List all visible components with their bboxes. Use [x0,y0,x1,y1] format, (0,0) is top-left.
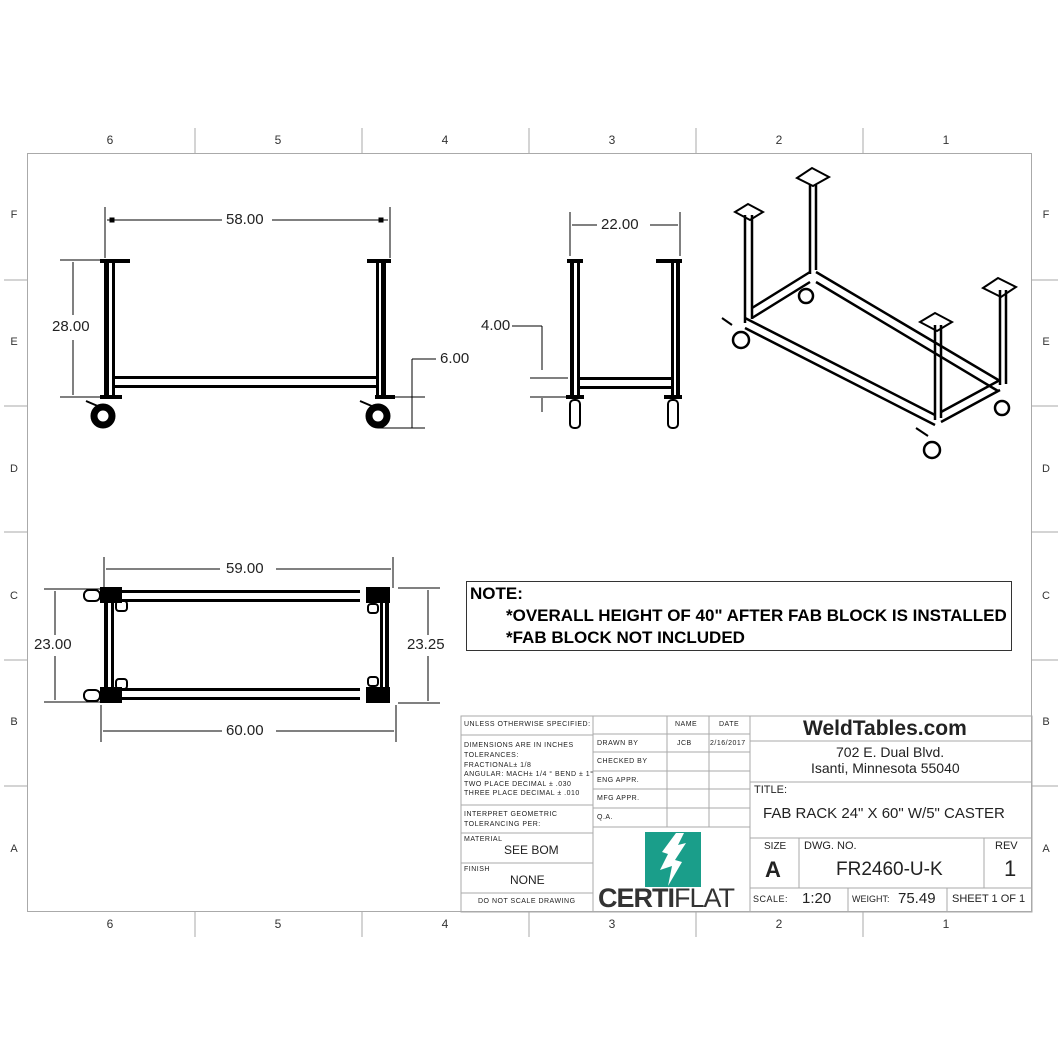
zone-row-a-right: A [1042,843,1050,855]
zone-col-1: 1 [942,133,950,147]
drawing-title: FAB RACK 24" X 60" W/5" CASTER [763,805,1005,822]
zone-col-3: 3 [608,133,616,147]
interpret-line-2: TOLERANCING PER: [464,821,541,828]
zone-row-a: A [10,843,18,855]
address-line-1: 702 E. Dual Blvd. [836,744,945,760]
zone-col-3-bottom: 3 [608,917,616,931]
interpret-line-1: INTERPRET GEOMETRIC [464,811,558,818]
zone-col-4: 4 [441,133,449,147]
signoff-label-mfg: MFG APPR. [597,795,640,802]
company-name: WeldTables.com [803,717,967,740]
material-value: SEE BOM [504,843,559,857]
top-view [44,557,440,742]
rev-value: 1 [1004,856,1017,881]
scale-label: SCALE: [753,894,789,904]
zone-col-6-bottom: 6 [106,917,114,931]
dim-top-left-width: 23.00 [32,636,74,653]
material-label: MATERIAL [464,836,503,843]
size-value: A [765,857,781,882]
tolerance-line-3: FRACTIONAL± 1/8 [464,762,532,769]
zone-row-b-right: B [1042,716,1050,728]
zone-col-5-bottom: 5 [274,917,282,931]
title-block-grid [460,715,1033,913]
isometric-view [721,166,1018,460]
title-label: TITLE: [754,784,788,796]
address-line-2: Isanti, Minnesota 55040 [811,760,960,776]
signoff-label-checked: CHECKED BY [597,758,648,765]
dim-top-inner-length: 59.00 [224,560,266,577]
dwg-no-value: FR2460-U-K [836,859,943,880]
zone-row-c: C [10,590,18,602]
signoff-name-drawn: JCB [677,740,692,747]
signoff-label-eng: ENG APPR. [597,777,640,784]
zone-row-d-right: D [1042,463,1050,475]
finish-label: FINISH [464,866,490,873]
note-line-2: *FAB BLOCK NOT INCLUDED [506,628,745,647]
signoff-header-name: NAME [675,721,698,728]
note-heading: NOTE: [470,584,523,603]
zone-row-c-right: C [1042,590,1050,602]
tolerance-line-2: TOLERANCES: [464,752,519,759]
dim-side-shelf: 4.00 [479,317,513,334]
zone-col-2: 2 [775,133,783,147]
tolerance-line-4: ANGULAR: MACH± 1/4 ° BEND ± 1° [464,771,594,778]
size-label: SIZE [764,841,787,852]
weight-value: 75.49 [898,890,936,907]
zone-row-e-right: E [1042,336,1050,348]
weight-label: WEIGHT: [852,894,890,904]
dim-front-width: 58.00 [224,211,266,228]
dim-top-outer-length: 60.00 [224,722,266,739]
logo-bold: CERTI [598,883,675,913]
tolerance-line-6: THREE PLACE DECIMAL ± .010 [464,790,580,797]
side-view [510,212,682,429]
tolerance-line-5: TWO PLACE DECIMAL ± .030 [464,781,572,788]
rev-label: REV [995,840,1018,852]
note-line-1: *OVERALL HEIGHT OF 40" AFTER FAB BLOCK I… [506,606,1007,625]
unless-specified-label: UNLESS OTHERWISE SPECIFIED: [464,721,591,728]
zone-col-1-bottom: 1 [942,917,950,931]
scale-value: 1:20 [802,890,832,907]
dim-front-shelf: 6.00 [438,350,472,367]
zone-row-f-right: F [1042,209,1050,221]
certiflat-logo-mark [645,832,701,887]
zone-row-b: B [10,716,18,728]
do-not-scale-label: DO NOT SCALE DRAWING [478,898,576,905]
dim-front-height: 28.00 [50,318,92,335]
signoff-label-qa: Q.A. [597,814,614,821]
signoff-header-date: DATE [719,721,740,728]
signoff-date-drawn: 2/16/2017 [710,740,746,747]
dim-side-width: 22.00 [599,216,641,233]
finish-value: NONE [510,873,545,887]
dwg-no-label: DWG. NO. [804,840,857,852]
zone-row-f: F [10,209,18,221]
signoff-label-drawn: DRAWN BY [597,740,639,747]
tolerance-line-1: DIMENSIONS ARE IN INCHES [464,742,574,749]
zone-row-e: E [10,336,18,348]
note-box: NOTE: *OVERALL HEIGHT OF 40" AFTER FAB B… [466,581,1012,651]
logo-light: FLAT [674,883,735,913]
certiflat-logo-text: CERTIFLAT [598,883,735,913]
dim-top-right-width: 23.25 [405,636,447,653]
front-view [60,207,436,429]
zone-col-5: 5 [274,133,282,147]
zone-col-6: 6 [106,133,114,147]
zone-col-4-bottom: 4 [441,917,449,931]
zone-col-2-bottom: 2 [775,917,783,931]
sheet-label: SHEET 1 OF 1 [952,893,1026,905]
zone-row-d: D [10,463,18,475]
